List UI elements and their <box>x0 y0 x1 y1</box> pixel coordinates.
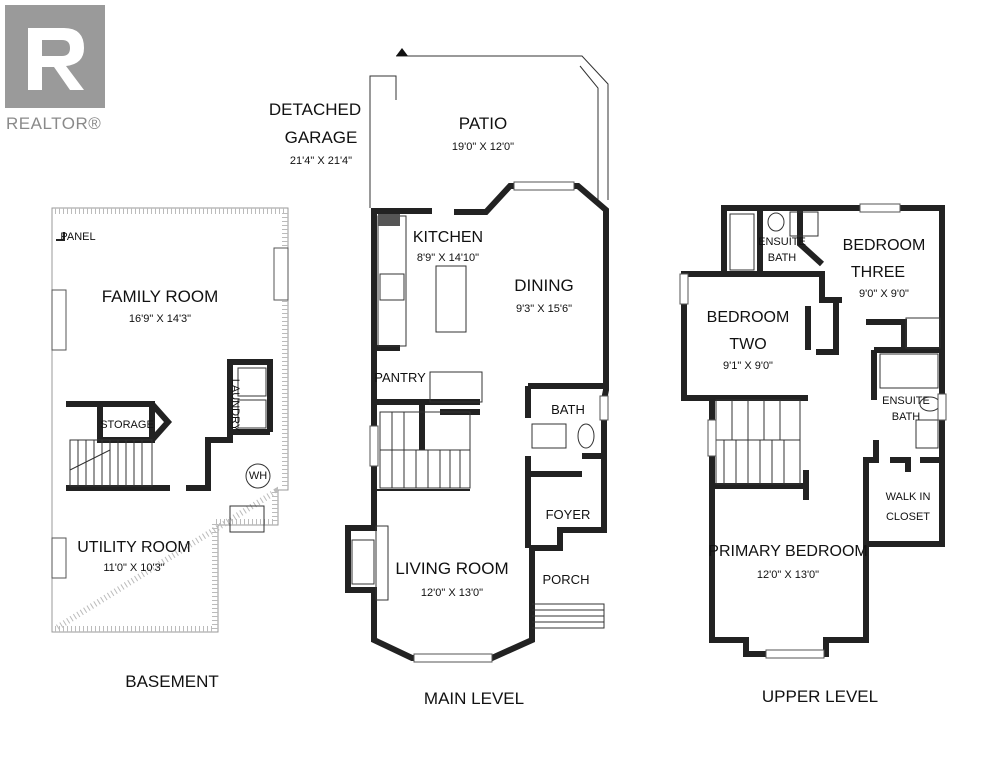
upper-window-bedroom-two <box>679 273 689 305</box>
ensuite-bath-2-label-line2: BATH <box>892 411 921 423</box>
stove <box>379 273 405 301</box>
ensuite-bath-1-label-line1: ENSUITE <box>758 236 806 248</box>
storage-label: STORAGE <box>100 419 154 431</box>
pantry-shelf <box>429 371 483 403</box>
utility-room-label: UTILITY ROOM <box>77 539 191 556</box>
utility-room-dims: 11'0" X 10'3" <box>103 562 164 574</box>
basement-interior-walls <box>66 359 273 491</box>
kitchen-counter-left <box>377 215 407 347</box>
kitchen-label: KITCHEN <box>413 229 483 246</box>
dining-dims: 9'3" X 15'6" <box>516 303 572 315</box>
upper-level-plan: ENSUITE BATH BEDROOM THREE 9'0" X 9'0" B… <box>679 203 947 706</box>
upper-interior-walls <box>712 208 945 547</box>
kitchen-dims: 8'9" X 14'10" <box>417 252 479 264</box>
bedroom-two-label-line2: TWO <box>729 336 766 353</box>
fireplace <box>351 539 375 585</box>
basement-level-label: BASEMENT <box>125 672 219 691</box>
bath-sink <box>531 423 567 449</box>
main-window-dining <box>513 181 575 191</box>
realtor-logo-text: REALTOR® <box>6 114 101 133</box>
main-window-left <box>369 425 379 467</box>
upper-window-closet <box>937 393 947 421</box>
bedroom-two-dims: 9'1" X 9'0" <box>723 360 773 372</box>
garage-dims: 21'4" X 21'4" <box>290 155 352 167</box>
upper-window-stairs <box>707 419 717 457</box>
ensuite-2-sink <box>915 419 939 449</box>
ensuite-1-sink <box>789 211 819 237</box>
bedroom-three-label-line2: THREE <box>851 264 905 281</box>
foyer-label: FOYER <box>546 507 591 522</box>
panel-box <box>56 232 65 241</box>
bedroom-two-label-line1: BEDROOM <box>707 309 790 326</box>
primary-bedroom-label: PRIMARY BEDROOM <box>708 543 867 560</box>
main-level-label: MAIN LEVEL <box>424 689 524 708</box>
bedroom-three-closet <box>905 317 941 349</box>
laundry-label: LAUNDRY <box>229 379 241 432</box>
patio-label: PATIO <box>459 114 508 133</box>
bedroom-three-dims: 9'0" X 9'0" <box>859 288 909 300</box>
upper-stairs <box>715 399 801 485</box>
panel-label: PANEL <box>60 231 95 243</box>
upper-exterior-walls <box>681 205 945 657</box>
bedroom-three-label-line1: BEDROOM <box>843 237 926 254</box>
basement-foundation-speckle <box>44 208 288 632</box>
dining-label: DINING <box>514 276 574 295</box>
ensuite-bath-1-label-line2: BATH <box>768 252 797 264</box>
patio-dims: 19'0" X 12'0" <box>452 141 514 153</box>
bath-label: BATH <box>551 402 585 417</box>
fridge <box>378 214 400 226</box>
realtor-logo-r-shape <box>28 28 84 90</box>
garage-patio-outline <box>369 55 609 208</box>
upper-window-primary <box>765 649 825 659</box>
ensuite-bath-2-label-line1: ENSUITE <box>882 395 930 407</box>
main-window-living <box>413 653 493 663</box>
main-level-plan: DETACHED GARAGE 21'4" X 21'4" PATIO 19'0… <box>269 48 609 708</box>
washer <box>237 367 267 397</box>
ensuite-1-tub <box>729 213 755 271</box>
ensuite-1-toilet <box>767 212 785 232</box>
garage-label-line1: DETACHED <box>269 100 361 119</box>
porch-steps <box>532 603 605 629</box>
porch-label: PORCH <box>543 572 590 587</box>
basement-plan: PANEL FAMILY ROOM 16'9" X 14'3" STORAGE … <box>44 207 289 691</box>
walk-in-closet-label-line2: CLOSET <box>886 511 930 523</box>
family-room-label: FAMILY ROOM <box>102 287 219 306</box>
living-room-label: LIVING ROOM <box>395 559 508 578</box>
realtor-logo: REALTOR® <box>5 5 105 133</box>
upper-level-label: UPPER LEVEL <box>762 687 878 706</box>
fireplace-hearth <box>375 525 389 601</box>
pantry-label: PANTRY <box>374 370 426 385</box>
ensuite-2-tub <box>879 353 939 389</box>
main-window-bath <box>599 395 609 421</box>
family-room-dims: 16'9" X 14'3" <box>129 313 191 325</box>
main-stairs <box>379 411 471 489</box>
kitchen-island <box>435 265 467 333</box>
dryer <box>237 399 267 429</box>
water-heater-icon <box>245 463 271 489</box>
utility-sink <box>229 505 265 533</box>
basement-window-utility <box>51 537 67 579</box>
basement-window-left <box>51 289 67 351</box>
wh-label: WH <box>249 470 267 482</box>
upper-window-top <box>859 203 901 213</box>
bath-toilet <box>577 423 595 449</box>
basement-stairs <box>69 439 153 487</box>
primary-bedroom-dims: 12'0" X 13'0" <box>757 569 819 581</box>
basement-window-right <box>273 247 289 301</box>
garage-label-line2: GARAGE <box>285 128 358 147</box>
north-arrow <box>396 48 408 56</box>
living-room-dims: 12'0" X 13'0" <box>421 587 483 599</box>
walk-in-closet-label-line1: WALK IN <box>886 491 931 503</box>
